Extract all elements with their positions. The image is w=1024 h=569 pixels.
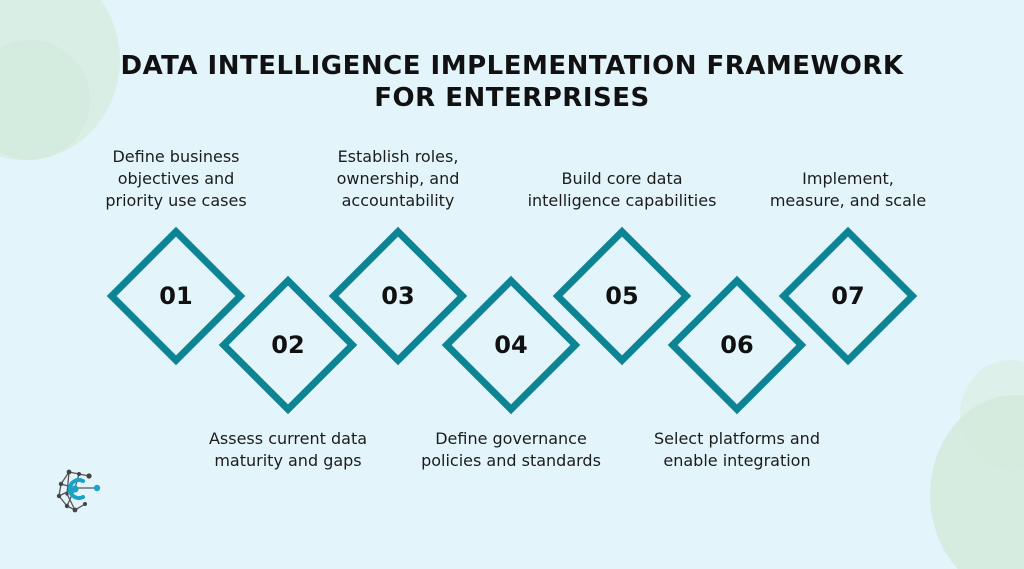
step-number: 04 bbox=[494, 331, 528, 359]
step-label-line: Establish roles, bbox=[337, 147, 459, 166]
step-number: 01 bbox=[159, 282, 193, 310]
step-03-label: Establish roles, ownership, and accounta… bbox=[298, 146, 498, 212]
step-label-line: ownership, and bbox=[336, 169, 460, 188]
step-label-line: priority use cases bbox=[105, 191, 247, 210]
step-label-line: intelligence capabilities bbox=[527, 191, 717, 210]
decorative-blob-top-left bbox=[0, 0, 120, 160]
step-number: 03 bbox=[381, 282, 415, 310]
step-number: 05 bbox=[605, 282, 639, 310]
title-line-2: FOR ENTERPRISES bbox=[374, 83, 650, 113]
step-number: 02 bbox=[271, 331, 305, 359]
step-label-line: measure, and scale bbox=[769, 191, 927, 210]
step-label-line: Build core data bbox=[561, 169, 683, 188]
decorative-blob-top-left-inner bbox=[0, 40, 90, 160]
page-title: DATA INTELLIGENCE IMPLEMENTATION FRAMEWO… bbox=[112, 50, 912, 114]
step-label-line: maturity and gaps bbox=[214, 451, 362, 470]
step-label-line: enable integration bbox=[663, 451, 811, 470]
decorative-blob-bottom-right bbox=[930, 395, 1024, 569]
step-05-label: Build core data intelligence capabilitie… bbox=[522, 168, 722, 212]
decorative-blob-bottom-right-inner bbox=[960, 360, 1024, 470]
step-label-line: accountability bbox=[341, 191, 455, 210]
step-04-label: Define governance policies and standards bbox=[411, 428, 611, 472]
step-07-label: Implement, measure, and scale bbox=[748, 168, 948, 212]
step-label-line: policies and standards bbox=[421, 451, 601, 470]
step-label-line: objectives and bbox=[117, 169, 235, 188]
step-number: 07 bbox=[831, 282, 865, 310]
step-01-label: Define business objectives and priority … bbox=[76, 146, 276, 212]
network-node-logo-icon bbox=[56, 469, 101, 513]
step-number: 06 bbox=[720, 331, 754, 359]
step-label-line: Define governance bbox=[435, 429, 587, 448]
step-label-line: Select platforms and bbox=[654, 429, 820, 448]
step-label-line: Define business bbox=[112, 147, 240, 166]
step-06-label: Select platforms and enable integration bbox=[637, 428, 837, 472]
step-02-label: Assess current data maturity and gaps bbox=[188, 428, 388, 472]
step-label-line: Implement, bbox=[802, 169, 894, 188]
step-label-line: Assess current data bbox=[208, 429, 368, 448]
title-line-1: DATA INTELLIGENCE IMPLEMENTATION FRAMEWO… bbox=[120, 51, 904, 81]
